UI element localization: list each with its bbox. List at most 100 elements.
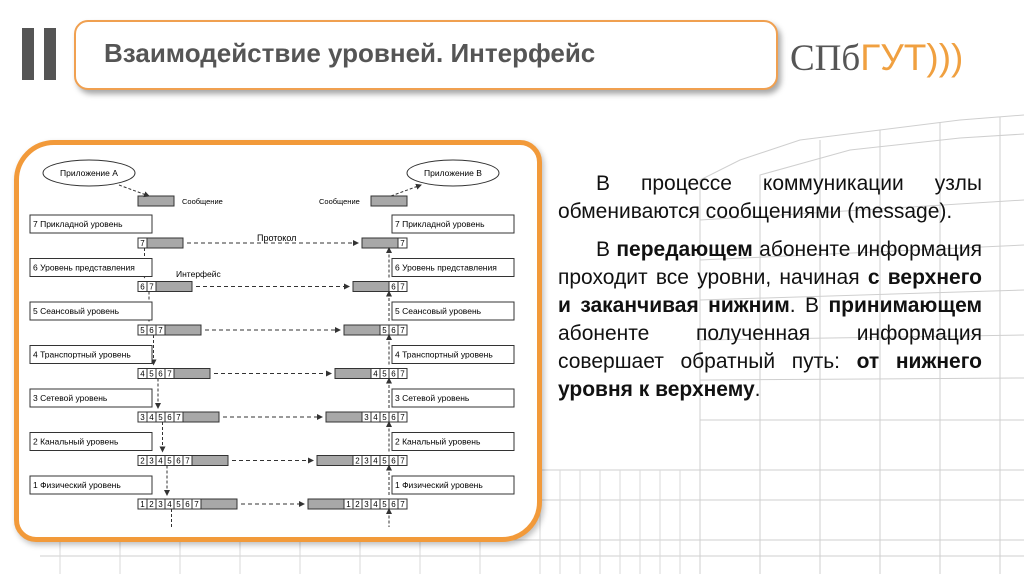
layer-label-right: 6 Уровень представления [395, 263, 497, 273]
arrow-app-b [390, 183, 422, 197]
page-title: Взаимодействие уровней. Интерфейс [104, 38, 596, 68]
layer-label-left: 1 Физический уровень [33, 480, 121, 490]
layer-label-right: 1 Физический уровень [395, 480, 483, 490]
header-label-right: 3 [364, 500, 369, 509]
arrow-app-a [118, 184, 150, 198]
header-label-right: 1 [346, 500, 351, 509]
header-label-left: 7 [140, 239, 145, 248]
header-label-left: 7 [158, 326, 163, 335]
header-label-right: 4 [373, 500, 378, 509]
header-label-right: 5 [382, 500, 387, 509]
layer-label-right: 5 Сеансовый уровень [395, 306, 482, 316]
pdu-left [200, 498, 238, 510]
header-label-left: 6 [149, 326, 154, 335]
header-label-right: 5 [382, 457, 387, 466]
header-label-right: 4 [373, 370, 378, 379]
pdu-right [361, 237, 399, 249]
header-label-right: 7 [400, 457, 405, 466]
header-label-left: 6 [167, 413, 172, 422]
header-label-left: 5 [176, 500, 181, 509]
header-label-right: 6 [391, 413, 396, 422]
header-label-left: 3 [140, 413, 145, 422]
pdu-right [307, 498, 345, 510]
pdu-right [316, 455, 354, 466]
layer-box-right [391, 345, 515, 364]
header-label-right: 2 [355, 457, 360, 466]
app-a-label: Приложение А [60, 168, 118, 178]
layer-box-right [391, 301, 515, 321]
title-box: Взаимодействие уровней. Интерфейс [74, 20, 778, 90]
header-label-left: 5 [149, 370, 154, 379]
pdu-right [334, 368, 372, 379]
header-label-left: 7 [194, 500, 199, 509]
layer-label-left: 4 Транспортный уровень [33, 350, 131, 360]
header-label-right: 6 [391, 283, 396, 292]
header-label-right: 3 [364, 457, 369, 466]
layer-label-right: 2 Канальный уровень [395, 437, 481, 447]
header-label-left: 1 [140, 500, 145, 509]
layer-box-right [391, 258, 515, 277]
header-label-right: 6 [391, 457, 396, 466]
layer-label-right: 7 Прикладной уровень [395, 219, 485, 229]
pdu-right [343, 324, 381, 336]
layer-label-left: 3 Сетевой уровень [33, 393, 108, 403]
header-label-right: 4 [373, 413, 378, 422]
header-label-left: 5 [140, 326, 145, 335]
header-label-right: 6 [391, 370, 396, 379]
pdu-left [155, 281, 193, 292]
header-label-right: 5 [382, 326, 387, 335]
pdu-right [352, 281, 390, 292]
header-label-left: 6 [176, 457, 181, 466]
layer-box-left [29, 432, 153, 451]
header-label-right: 6 [391, 500, 396, 509]
layer-box-left [29, 475, 153, 495]
logo-text-spb: СПб [790, 38, 861, 79]
header-label-right: 7 [400, 326, 405, 335]
header-label-left: 4 [167, 500, 172, 509]
header-label-right: 7 [400, 239, 405, 248]
header-label-left: 7 [176, 413, 181, 422]
header-label-left: 3 [149, 457, 154, 466]
pdu-left [146, 237, 184, 249]
header-label-right: 3 [364, 413, 369, 422]
header-label-left: 6 [158, 370, 163, 379]
header-cell-right [397, 368, 408, 379]
header-label-left: 4 [140, 370, 145, 379]
header-cell-right [397, 411, 408, 423]
header-cell-right [397, 498, 408, 510]
layer-box-left [29, 258, 153, 277]
logo: СПбГУТ))) [790, 38, 963, 79]
logo-waves-icon: ))) [926, 37, 964, 78]
app-a-oval [42, 159, 136, 187]
layer-label-left: 6 Уровень представления [33, 263, 135, 273]
pdu-left [164, 324, 202, 336]
layer-box-left [29, 214, 153, 234]
header-label-left: 3 [158, 500, 163, 509]
layer-label-left: 2 Канальный уровень [33, 437, 119, 447]
protocol-label: Протокол [257, 233, 296, 243]
header-label-left: 7 [185, 457, 190, 466]
header-label-right: 5 [382, 413, 387, 422]
message-pdu-right [370, 195, 408, 207]
header-cell-right [397, 237, 408, 249]
header-cell-right [397, 281, 408, 292]
pdu-left [173, 368, 211, 379]
header-label-right: 7 [400, 413, 405, 422]
interface-label: Интерфейс [176, 269, 222, 279]
description-text: В процессе коммуникации узлы обмениваютс… [558, 170, 982, 414]
header-label-right: 6 [391, 326, 396, 335]
header-label-right: 7 [400, 370, 405, 379]
header-label-left: 2 [149, 500, 154, 509]
layer-box-right [391, 214, 515, 234]
app-b-oval [406, 159, 500, 187]
paragraph-2: В передающем абоненте информация проходи… [558, 238, 983, 401]
layer-label-left: 7 Прикладной уровень [33, 219, 123, 229]
pdu-left [182, 411, 220, 423]
layer-box-left [29, 301, 153, 321]
layer-box-left [29, 388, 153, 408]
header-label-left: 6 [185, 500, 190, 509]
title-accent-bars [22, 28, 60, 80]
